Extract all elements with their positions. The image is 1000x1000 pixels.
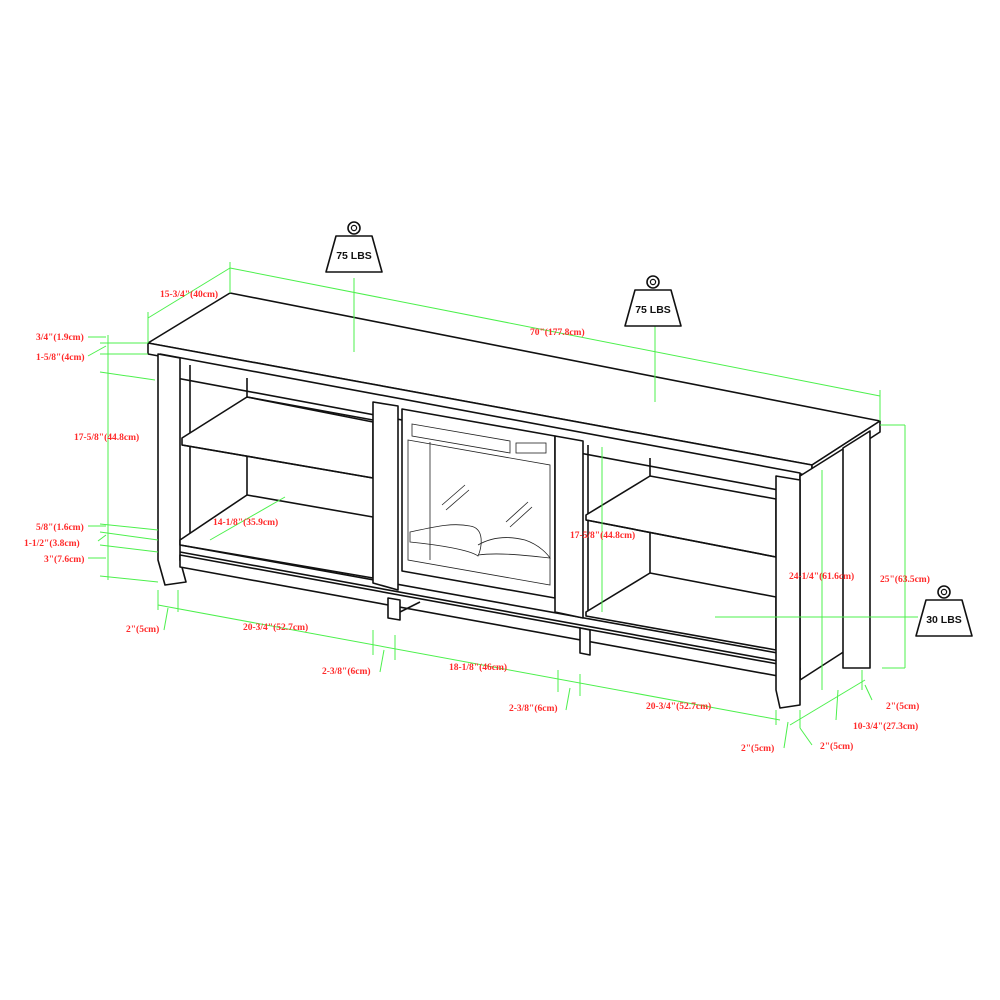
weight-label-right-shelf: 30 LBS <box>926 614 962 626</box>
fireplace-control-panel <box>515 442 547 454</box>
dim-center-bay-width: 18-1/8"(46cm) <box>449 662 507 673</box>
dim-divider-right: 2-3/8"(6cm) <box>509 703 558 714</box>
dim-inner-height: 24-1/4"(61.6cm) <box>789 571 854 582</box>
dim-leg-front-right: 2"(5cm) <box>741 743 774 754</box>
dim-apron-height: 1-5/8"(4cm) <box>36 352 85 363</box>
weight-label-top-left: 75 LBS <box>336 250 372 262</box>
dim-total-height: 25"(63.5cm) <box>880 574 930 585</box>
dim-leg-clearance: 3"(7.6cm) <box>44 554 84 565</box>
weight-label-top-right: 75 LBS <box>635 304 671 316</box>
dimension-lines <box>87 262 918 749</box>
weight-icon-right-shelf: 30 LBS <box>915 585 973 637</box>
weight-icon-top-left: 75 LBS <box>325 221 383 273</box>
dim-depth-top: 15-3/4"(40cm) <box>160 289 218 300</box>
dim-top-thickness: 3/4"(1.9cm) <box>36 332 84 343</box>
dim-side-depth: 10-3/4"(27.3cm) <box>853 721 918 732</box>
dim-width-total: 70"(177.8cm) <box>530 327 585 338</box>
dim-right-bay-width: 20-3/4"(52.7cm) <box>646 701 711 712</box>
dim-shelf-depth: 14-1/8"(35.9cm) <box>213 517 278 528</box>
dim-leg-left: 2"(5cm) <box>126 624 159 635</box>
dim-divider-left: 2-3/8"(6cm) <box>322 666 371 677</box>
dim-leg-back-right: 2"(5cm) <box>886 701 919 712</box>
dim-leg-side-front: 2"(5cm) <box>820 741 853 752</box>
dim-right-opening-height: 17-5/8"(44.8cm) <box>570 530 635 541</box>
dim-left-opening-height: 17-5/8"(44.8cm) <box>74 432 139 443</box>
dim-shelf-thickness: 5/8"(1.6cm) <box>36 522 84 533</box>
tv-stand-drawing <box>147 292 881 709</box>
weight-icon-top-right: 75 LBS <box>624 275 682 327</box>
dimension-labels: 15-3/4"(40cm) 3/4"(1.9cm) 1-5/8"(4cm) 70… <box>24 289 930 754</box>
dim-left-bay-width: 20-3/4"(52.7cm) <box>243 622 308 633</box>
dim-bottom-rail: 1-1/2"(3.8cm) <box>24 538 80 549</box>
